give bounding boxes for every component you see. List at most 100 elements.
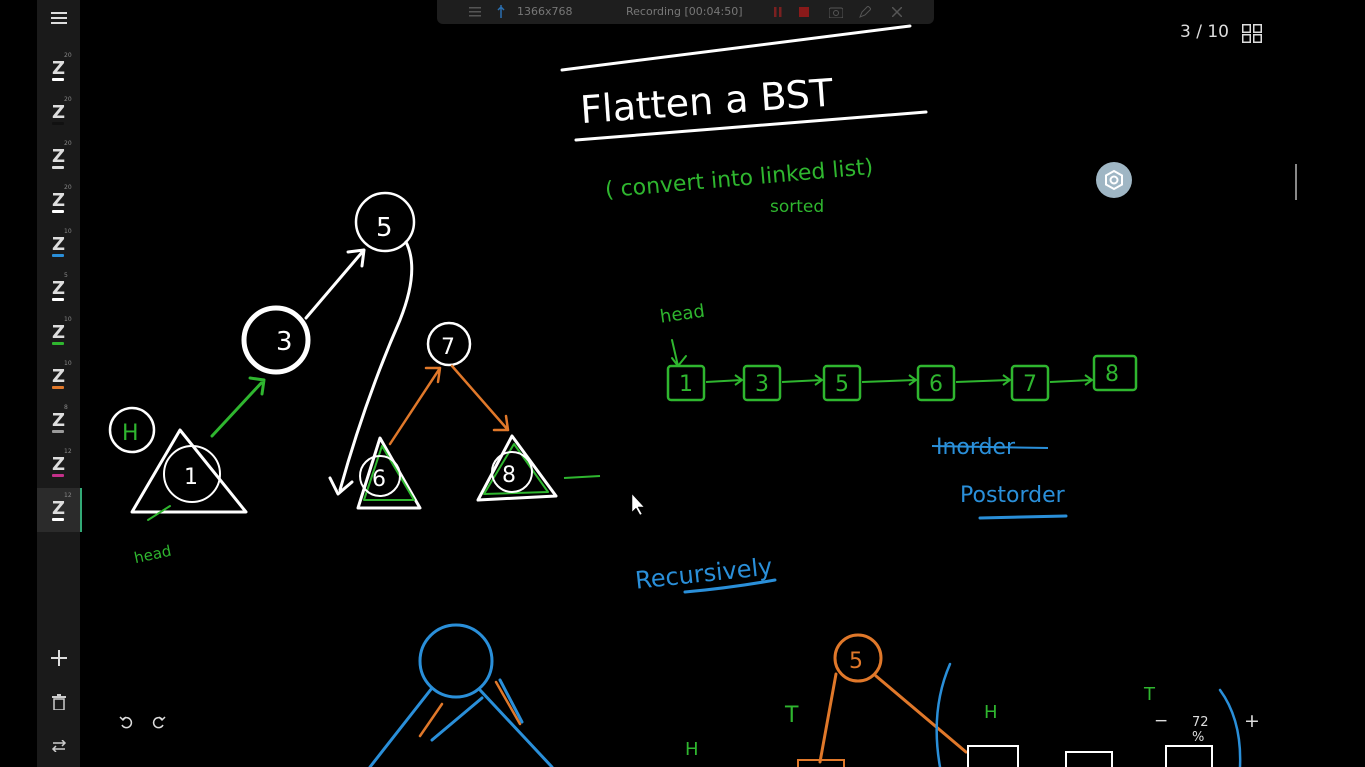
bottom-sketch: 5 T H H T [368, 623, 1242, 767]
pen-size-label: 20 [64, 184, 72, 191]
grid-view-icon[interactable] [1242, 24, 1262, 43]
pen-icon: Z [52, 366, 66, 387]
node-right-label: 7 [441, 335, 455, 360]
redo-icon[interactable] [152, 715, 166, 729]
node-root-label: 5 [376, 213, 393, 243]
list-node-box [822, 364, 862, 402]
list-node-value: 5 [835, 372, 849, 397]
pen-icon: Z [52, 278, 66, 299]
undo-icon[interactable] [119, 715, 133, 729]
subtree-circle [163, 445, 221, 503]
zoom-out-button[interactable]: − [1154, 711, 1169, 731]
menu-button[interactable] [37, 0, 80, 36]
board-subtitle: ( convert into linked list) [604, 155, 874, 203]
edge-root-6 [328, 240, 414, 496]
pen-icon: Z [52, 102, 66, 123]
settings-button[interactable] [1096, 162, 1132, 198]
pen-size-label: 20 [64, 96, 72, 103]
node-8 [491, 451, 533, 493]
pen-color-swatch [52, 78, 64, 81]
pen-icon: Z [52, 234, 66, 255]
inorder-strike [931, 445, 1049, 449]
list-node-box [1092, 354, 1138, 392]
pen-icon: Z [52, 454, 66, 475]
whiteboard-canvas[interactable]: Flatten a BST ( convert into linked list… [80, 0, 1350, 767]
bottom-t1: T [784, 703, 799, 728]
pen-color-swatch [52, 166, 64, 169]
camera-icon[interactable] [829, 6, 843, 18]
bottom-orange [418, 680, 522, 738]
bottom-node-5 [833, 633, 883, 683]
green-dash [563, 475, 601, 479]
pen-size-label: 12 [64, 448, 72, 455]
list-node-value: 1 [679, 372, 693, 397]
head-small-arrow [147, 505, 171, 521]
pen-size-label: 12 [64, 492, 72, 499]
recursive-label: Recursively [634, 552, 774, 594]
h-circle [108, 406, 156, 454]
node-left-label: 3 [276, 327, 293, 357]
bottom-box-2 [967, 745, 1019, 767]
title-underline-top [560, 24, 912, 72]
bottom-box-4 [1165, 745, 1213, 767]
pause-icon[interactable] [773, 7, 783, 17]
list-node-box [1010, 364, 1050, 402]
orange-arrow-left [388, 366, 442, 446]
recursive-underline [683, 578, 777, 594]
list-icon[interactable] [469, 6, 481, 17]
pen-color-swatch [52, 298, 64, 301]
pen-icon: Z [52, 498, 66, 519]
scrollbar[interactable] [1295, 164, 1297, 200]
pin-icon[interactable] [497, 5, 505, 18]
left-subtree [130, 428, 248, 514]
list-node-box [742, 364, 782, 402]
delete-button[interactable] [37, 684, 80, 720]
pen-icon[interactable] [859, 6, 871, 18]
close-icon[interactable] [892, 7, 902, 17]
list-node-box [666, 364, 706, 402]
pen-color-swatch [52, 254, 64, 257]
recording-status: Recording [00:04:50] [626, 5, 743, 18]
bottom-t2: T [1143, 684, 1156, 705]
trash-icon [51, 694, 66, 710]
list-node-value: 6 [929, 372, 943, 397]
node-6-triangle [356, 436, 422, 510]
pen-size-label: 10 [64, 316, 72, 323]
list-arrow [1049, 374, 1094, 386]
zoom-in-button[interactable]: + [1244, 710, 1260, 732]
bottom-box-1 [797, 759, 845, 767]
list-node-value: 3 [755, 372, 769, 397]
stop-icon[interactable] [799, 7, 809, 17]
pen-icon: Z [52, 146, 66, 167]
pen-icon: Z [52, 58, 66, 79]
bottom-h2: H [984, 702, 998, 723]
orange-arrow-right [450, 364, 510, 432]
swap-button[interactable] [37, 728, 80, 764]
pen-size-label: 8 [64, 404, 68, 411]
add-pen-button[interactable] [37, 640, 80, 676]
pen-color-swatch [52, 122, 64, 125]
pen-size-label: 10 [64, 228, 72, 235]
head-arrow [671, 339, 687, 367]
list-node-value: 7 [1023, 372, 1037, 397]
pen-size-label: 5 [64, 272, 68, 279]
node-8-triangle [476, 434, 558, 502]
zoom-level: 72 % [1192, 715, 1209, 745]
recording-bar: 1366x768 Recording [00:04:50] [437, 0, 934, 24]
node-right [426, 321, 472, 367]
head-label: head [659, 301, 706, 328]
edge-left-root [304, 248, 366, 320]
subtitle-note: sorted [770, 197, 824, 217]
